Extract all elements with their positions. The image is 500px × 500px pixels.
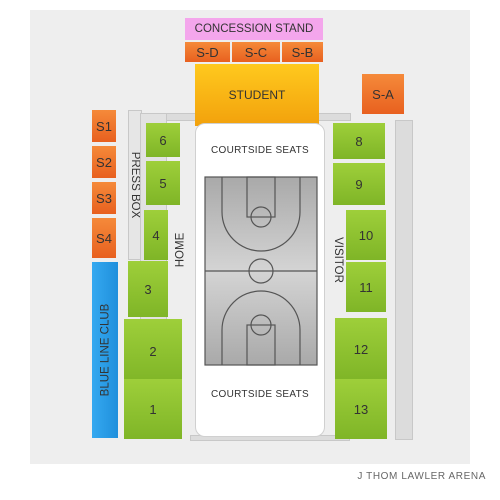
home-label-wrap: HOME: [167, 220, 193, 280]
seating-map: CONCESSION STAND S-D S-C S-B STUDENT S-A…: [30, 10, 470, 464]
section-label: S-D: [196, 44, 219, 60]
student-section-right[interactable]: [287, 64, 319, 126]
student-section-left[interactable]: [195, 64, 227, 126]
section-8[interactable]: 8: [333, 123, 385, 159]
section-1[interactable]: 1: [124, 379, 182, 439]
section-label: S2: [96, 154, 112, 170]
section-13[interactable]: 13: [335, 379, 387, 439]
section-9[interactable]: 9: [333, 163, 385, 205]
section-label: 8: [355, 133, 363, 149]
section-3[interactable]: 3: [128, 261, 168, 317]
basketball-court: [204, 176, 318, 366]
section-label: 4: [152, 227, 160, 243]
court-area: COURTSIDE SEATS COURTSIDE SEATS: [195, 123, 325, 437]
section-label: 13: [353, 401, 369, 417]
section-label: S-C: [244, 44, 268, 60]
visitor-label: VISITOR: [332, 237, 344, 283]
section-label: S3: [96, 190, 112, 206]
section-label: S-A: [372, 86, 394, 102]
section-12[interactable]: 12: [335, 318, 387, 380]
section-label: 2: [149, 343, 157, 359]
section-4[interactable]: 4: [144, 210, 168, 260]
section-label: 1: [149, 401, 157, 417]
section-11[interactable]: 11: [346, 262, 386, 312]
section-6[interactable]: 6: [146, 123, 180, 157]
section-label: 5: [159, 175, 167, 191]
section-5[interactable]: 5: [146, 161, 180, 205]
courtside-seats-top: COURTSIDE SEATS: [210, 145, 310, 156]
section-sd[interactable]: S-D: [185, 42, 230, 62]
section-label: 11: [359, 279, 373, 295]
section-label: 3: [144, 281, 152, 297]
section-label: S-B: [291, 44, 314, 60]
section-s3[interactable]: S3: [92, 182, 116, 214]
section-2[interactable]: 2: [124, 319, 182, 383]
student-label: STUDENT: [228, 88, 286, 102]
section-label: 12: [353, 341, 369, 357]
section-s1[interactable]: S1: [92, 110, 116, 142]
courtside-seats-bottom: COURTSIDE SEATS: [210, 389, 310, 400]
section-s4[interactable]: S4: [92, 218, 116, 258]
student-section[interactable]: STUDENT: [227, 64, 287, 126]
venue-name: J THOM LAWLER ARENA: [357, 471, 486, 482]
blue-line-club[interactable]: BLUE LINE CLUB: [92, 262, 118, 438]
section-label: 6: [159, 132, 167, 148]
section-sa[interactable]: S-A: [362, 74, 404, 114]
section-10[interactable]: 10: [346, 210, 386, 260]
section-label: 10: [358, 227, 374, 243]
blue-line-club-label: BLUE LINE CLUB: [99, 303, 111, 397]
section-label: S1: [96, 118, 112, 134]
section-sc[interactable]: S-C: [232, 42, 280, 62]
section-s2[interactable]: S2: [92, 146, 116, 178]
concession-stand-label: CONCESSION STAND: [194, 23, 314, 35]
section-label: S4: [96, 230, 112, 246]
home-label: HOME: [174, 232, 186, 268]
section-label: 9: [355, 176, 363, 192]
section-sb[interactable]: S-B: [282, 42, 323, 62]
concession-stand[interactable]: CONCESSION STAND: [185, 18, 323, 40]
concourse-right: [395, 120, 413, 440]
